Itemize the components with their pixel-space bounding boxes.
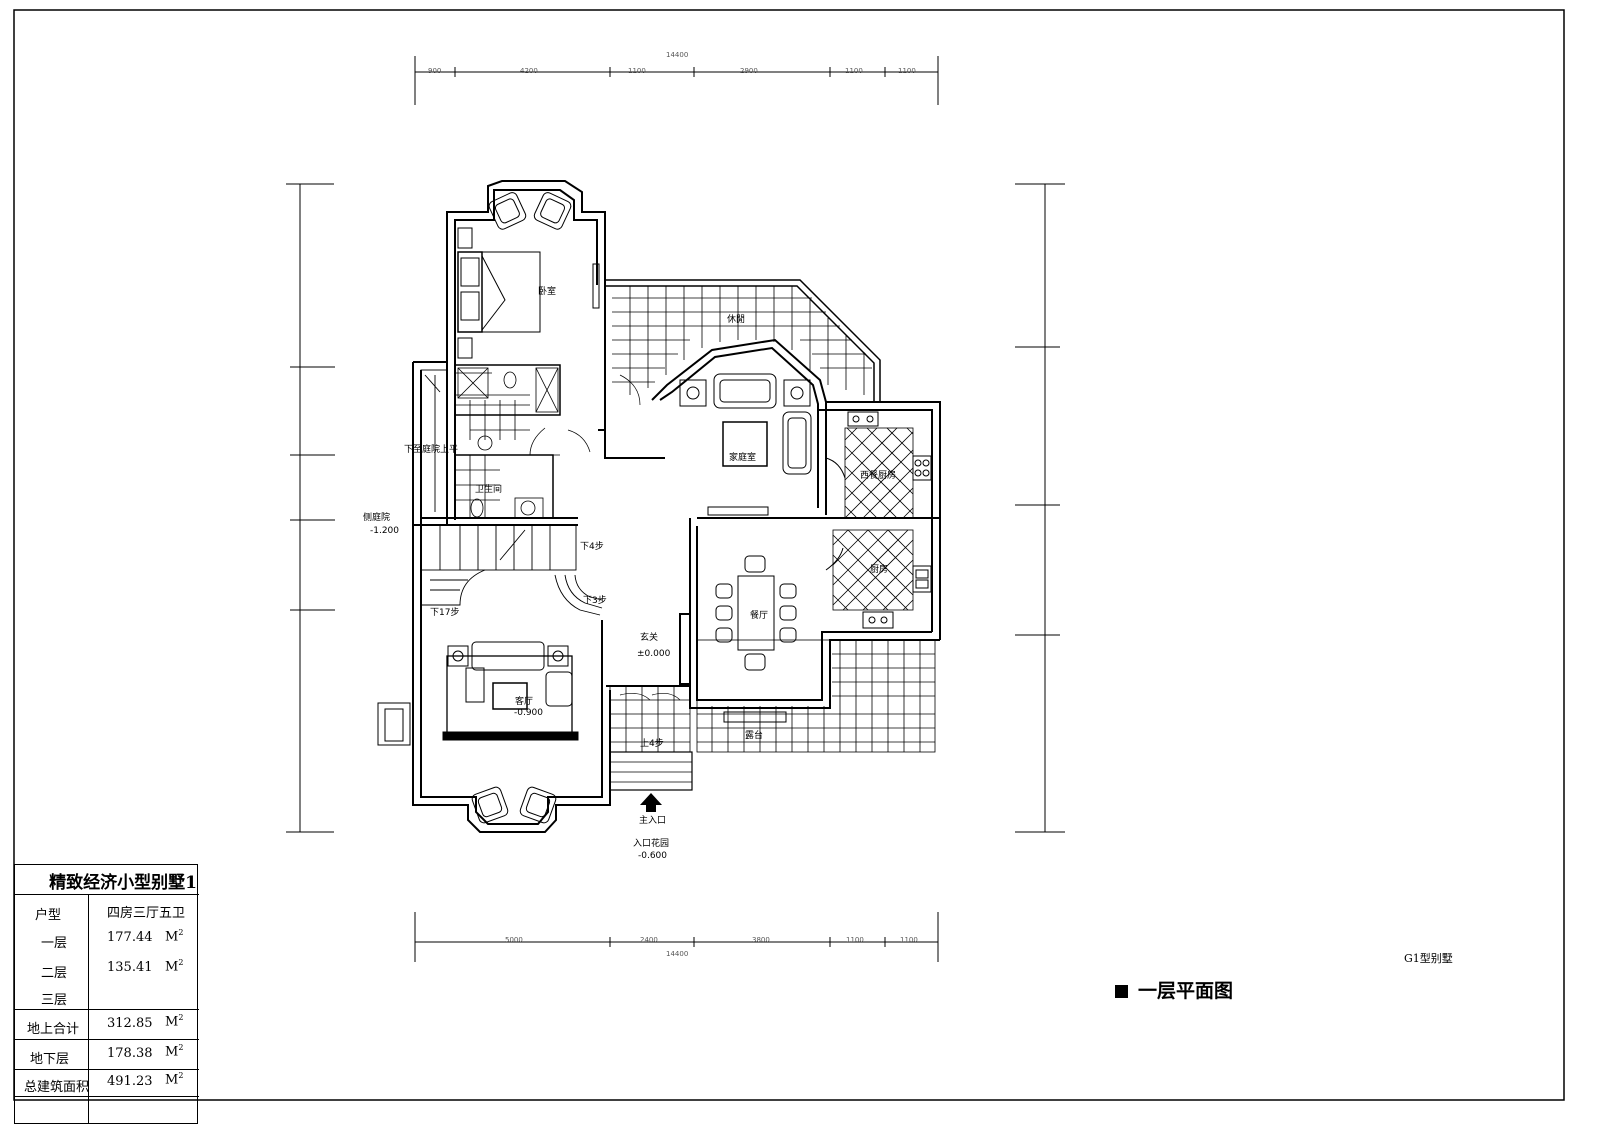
floor1-area: 177.44 [107,930,153,945]
balcony-tiles [612,286,872,395]
side-courtyard-level: -1.200 [370,526,399,536]
down-steps-17-label: 下17步 [430,607,459,618]
family-room-furniture [679,373,812,516]
svg-text:1100: 1100 [628,67,646,75]
svg-text:3800: 3800 [752,936,770,944]
total-area-label: 总建筑面积 [24,1080,90,1095]
bedroom-label: 卧室 [538,285,556,297]
door-swings [567,374,681,701]
kitchen-label: 厨房 [870,563,888,575]
plan-title-text: 一层平面图 [1138,980,1234,1002]
foyer-label: 玄关 [640,631,658,643]
entrance-steps [609,685,693,791]
svg-text:900: 900 [428,67,441,75]
floor1-unit: M2 [165,928,184,945]
balcony-rail [605,279,881,402]
foyer-level: ±0.000 [637,649,671,659]
main-entrance-label: 主入口 [639,814,666,826]
svg-text:14400: 14400 [666,51,688,59]
bullet-square-icon [1115,985,1128,998]
model-label: G1型别墅 [1404,952,1453,965]
entry-garden-label: 入口花园 [633,837,669,849]
svg-text:14400: 14400 [666,950,688,958]
svg-text:2900: 2900 [740,67,758,75]
down-steps-3-label: 下3步 [583,595,607,606]
western-kitchen-label: 西餐厨房 [860,469,896,481]
living-level: -0.900 [514,708,543,718]
basement-label: 地下层 [30,1052,70,1067]
floor2-unit: M2 [165,958,184,975]
living-room-furniture [377,641,579,824]
terrace-label: 露台 [745,729,763,741]
plan-title: 一层平面图 [1115,976,1233,1003]
above-ground-label: 地上合计 [27,1022,80,1037]
bed-icon [457,227,600,359]
armchair-icon [488,192,572,230]
down-steps-4-label: 下4步 [580,541,604,552]
kitchen-tiles [832,427,914,611]
bathrooms [454,364,561,519]
project-title: 精致经济小型别墅1 [49,873,197,893]
room-labels: 卧室 休閒 家庭室 西餐厨房 厨房 餐厅 玄关 ±0.000 客厅 -0.900… [363,285,896,861]
down-to-courtyard-label: 下至庭院上平 [404,443,458,455]
dimension-lines [286,56,1065,962]
kitchen-fixtures [825,411,932,629]
floor2-label: 二层 [41,966,68,981]
svg-text:1100: 1100 [845,67,863,75]
floor2-area: 135.41 [107,960,153,975]
basement-unit: M2 [165,1043,184,1060]
svg-text:1100: 1100 [898,67,916,75]
terrace-tiles [696,639,936,753]
total-area-unit: M2 [165,1071,184,1088]
above-ground-unit: M2 [165,1013,184,1030]
type-label: 户型 [35,908,62,923]
svg-text:1100: 1100 [900,936,918,944]
type-value: 四房三厅五卫 [107,906,186,921]
side-courtyard-label: 侧庭院 [363,511,390,523]
basement-area: 178.38 [107,1046,153,1061]
svg-text:2400: 2400 [640,936,658,944]
svg-text:5000: 5000 [505,936,523,944]
staircase [420,369,603,616]
balcony-label: 休閒 [727,313,745,325]
sheet-border [13,9,1565,1101]
entry-garden-level: -0.600 [638,851,667,861]
svg-text:1100: 1100 [846,936,864,944]
above-ground-area: 312.85 [107,1016,153,1031]
floor1-label: 一层 [41,936,68,951]
family-room-label: 家庭室 [729,451,756,463]
living-label: 客厅 [515,695,533,707]
total-area: 491.23 [107,1074,153,1089]
entrance-arrow-icon [640,793,662,812]
dining-label: 餐厅 [750,609,768,621]
dimension-text: 900 4200 1100 14400 2900 1100 1100 5000 2400… [428,51,918,958]
floor3-label: 三层 [41,993,68,1008]
area-info-table: 精致经济小型别墅1 户型 四房三厅五卫 一层 177.44 M2 二层 135.… [14,864,199,1124]
svg-text:4200: 4200 [520,67,538,75]
bath-label: 卫生间 [475,483,502,495]
dining-table-icon [715,555,797,723]
up-step-label: 上4步 [640,738,664,749]
